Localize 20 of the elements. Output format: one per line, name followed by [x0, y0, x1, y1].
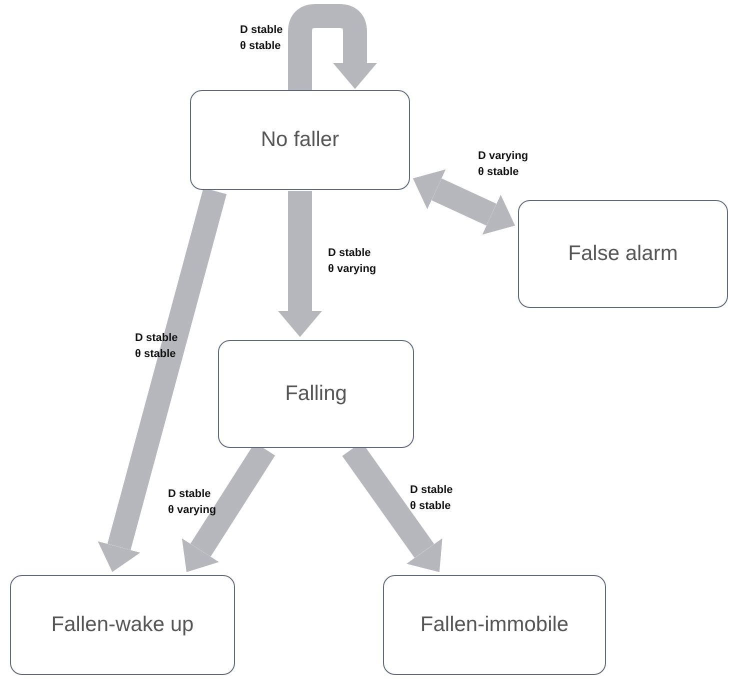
edge-label: D stable θ varying	[328, 246, 376, 277]
state-label: False alarm	[568, 242, 678, 266]
edge-label: D stable θ stable	[240, 23, 283, 54]
state-box	[190, 90, 410, 190]
state-label: Fallen-wake up	[51, 613, 194, 637]
state-box	[10, 575, 235, 675]
state-label: Fallen-immobile	[420, 613, 569, 637]
state-box	[518, 200, 728, 308]
arrow	[98, 188, 227, 572]
state-label: Falling	[285, 382, 347, 406]
arrow	[412, 169, 516, 235]
state-label: No faller	[260, 128, 340, 152]
arrow	[288, 4, 377, 90]
edge-label: D varying θ stable	[478, 149, 528, 180]
edge-label: D stable θ varying	[168, 487, 216, 518]
edge-label: D stable θ stable	[410, 483, 453, 514]
state-box	[218, 340, 414, 448]
state-box	[383, 575, 606, 675]
edge-label: D stable θ stable	[135, 331, 178, 362]
arrow	[278, 191, 322, 337]
